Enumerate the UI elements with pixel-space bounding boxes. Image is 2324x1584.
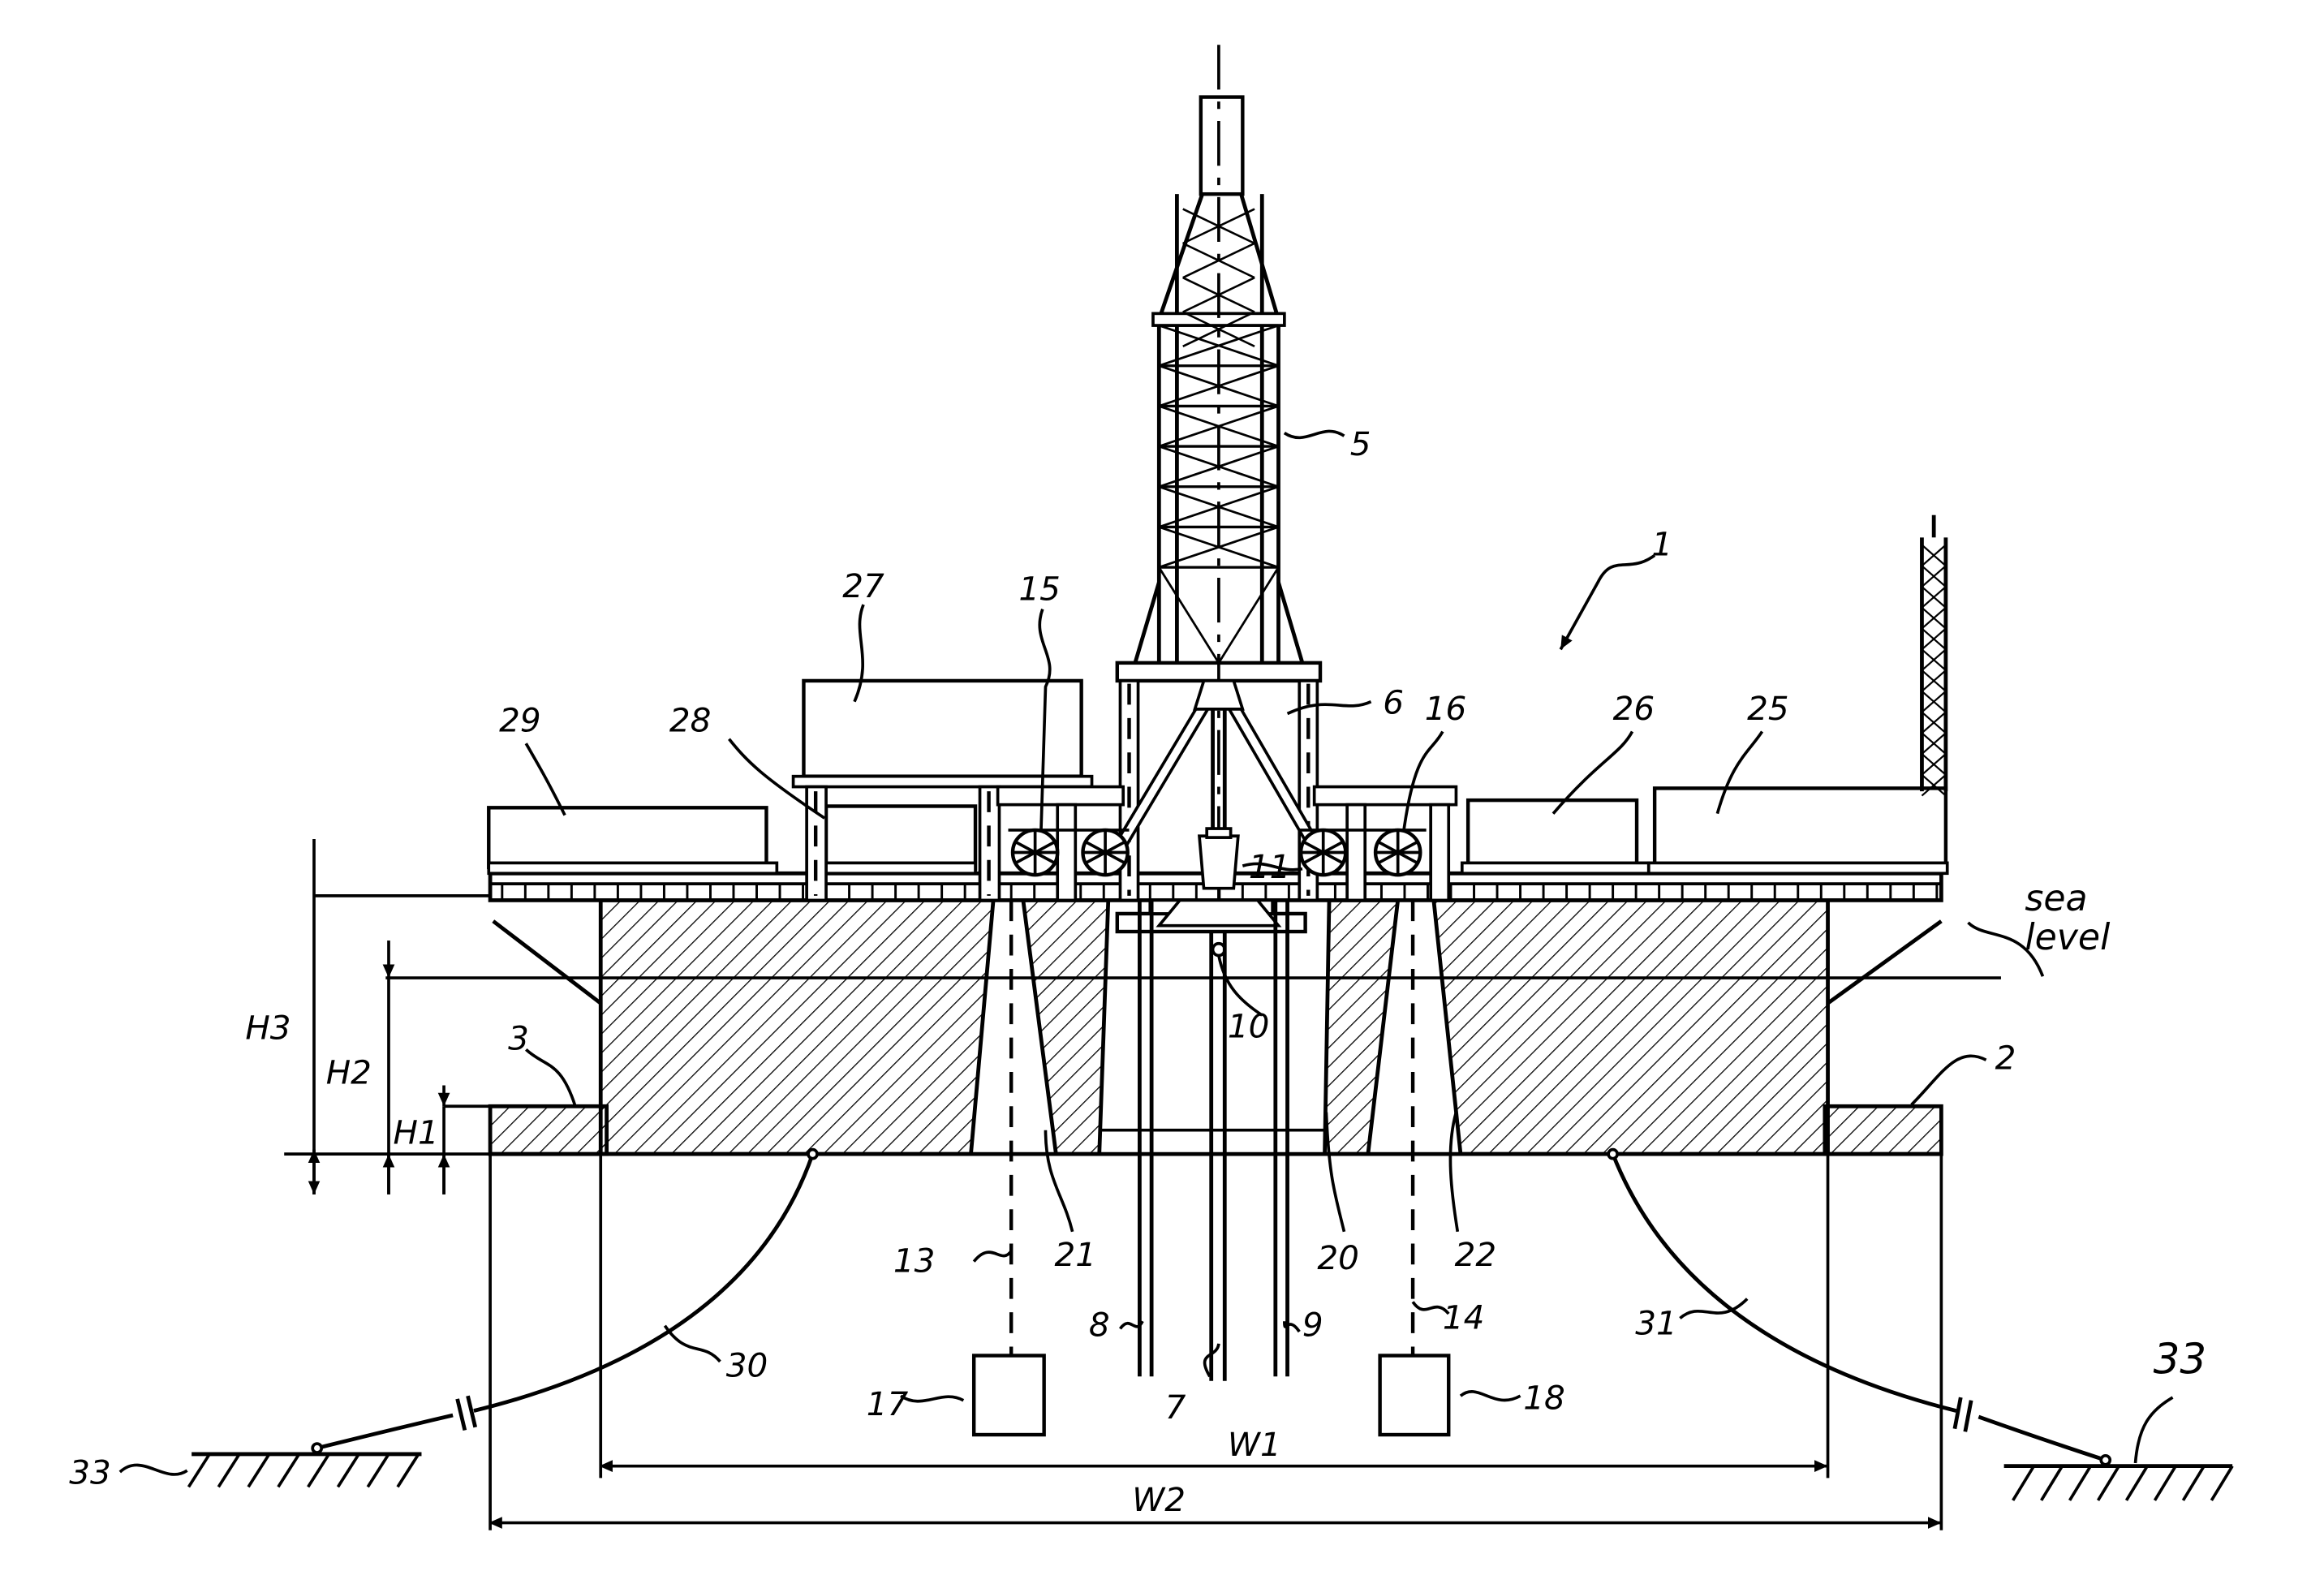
label-5: 5	[1350, 424, 1371, 463]
leader-lines	[120, 431, 2173, 1474]
label-16: 16	[1425, 689, 1467, 728]
label-22: 22	[1455, 1235, 1496, 1274]
label-28: 28	[669, 700, 712, 739]
label-1: 1	[1651, 524, 1672, 563]
dim-label-h1: H1	[394, 1113, 439, 1151]
label-25: 25	[1747, 689, 1789, 728]
module-26	[1468, 800, 1637, 869]
label-9: 9	[1302, 1306, 1323, 1345]
pontoon-right	[1825, 1106, 1942, 1154]
label-15: 15	[1018, 570, 1061, 609]
label-11: 11	[1249, 847, 1290, 886]
dim-label-w1: W1	[1228, 1425, 1281, 1464]
sea-level-annotation-line1: sea	[2025, 878, 2087, 919]
label-6: 6	[1383, 682, 1404, 721]
module-25	[1655, 788, 1946, 868]
column-left-outer	[600, 900, 993, 1154]
column-left-inner	[1023, 900, 1108, 1154]
label-3: 3	[508, 1018, 529, 1057]
label-7: 7	[1165, 1388, 1186, 1427]
hull	[490, 900, 1941, 1154]
label-2: 2	[1995, 1038, 2016, 1077]
column-right-outer	[1434, 900, 1828, 1154]
seabed-right	[2004, 1466, 2232, 1500]
weight-17	[974, 1356, 1044, 1436]
label-13: 13	[893, 1241, 936, 1280]
module-27	[803, 681, 1081, 777]
module-28	[826, 806, 975, 868]
module-29	[488, 807, 766, 867]
label-29: 29	[499, 700, 541, 739]
label-20: 20	[1317, 1238, 1359, 1277]
label-17: 17	[867, 1384, 909, 1423]
column-right-inner	[1325, 900, 1398, 1154]
sea-level-annotation-line2: level	[2025, 917, 2111, 958]
label-10: 10	[1228, 1007, 1270, 1046]
label-18: 18	[1523, 1379, 1565, 1418]
label-14: 14	[1443, 1298, 1485, 1336]
label-33-right: 33	[2154, 1336, 2207, 1384]
label-27: 27	[842, 566, 884, 605]
label-33-left: 33	[69, 1453, 110, 1492]
label-26: 26	[1613, 689, 1655, 728]
label-21: 21	[1055, 1235, 1097, 1274]
dim-label-w2: W2	[1132, 1480, 1186, 1519]
seabed-left	[188, 1454, 421, 1487]
label-8: 8	[1089, 1306, 1110, 1345]
label-30: 30	[726, 1345, 768, 1384]
label-31: 31	[1635, 1304, 1676, 1343]
weight-18	[1380, 1356, 1449, 1436]
dim-label-h3: H3	[245, 1008, 290, 1047]
communication-mast	[1922, 515, 1945, 796]
dim-label-h2: H2	[326, 1053, 372, 1092]
pontoon-left	[490, 1106, 607, 1154]
